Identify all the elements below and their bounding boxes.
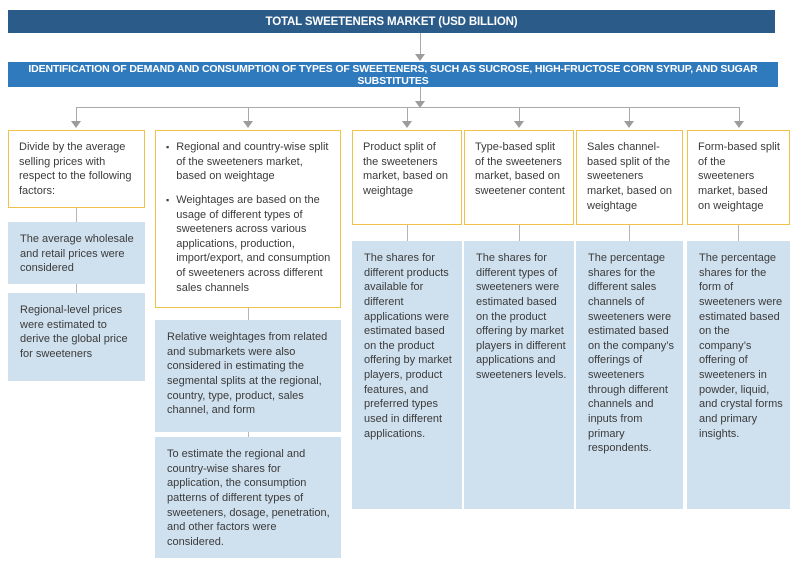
column-header-pricing: Divide by the average selling prices wit… [8, 130, 145, 208]
connector-line [76, 208, 77, 222]
connector-line [629, 107, 630, 121]
identification-bar: IDENTIFICATION OF DEMAND AND CONSUMPTION… [8, 62, 778, 87]
arrow-down-icon [734, 121, 744, 128]
note-box: The shares for different types of sweete… [464, 241, 574, 509]
column-type-split: Type-based split of the sweeteners marke… [464, 130, 574, 509]
note-box: Regional-level prices were estimated to … [8, 292, 145, 381]
connector-line [76, 283, 77, 293]
connector-line [248, 107, 249, 121]
connector-line [519, 107, 520, 121]
arrow-down-icon [243, 121, 253, 128]
bullet-text: Regional and country-wise split of the s… [176, 141, 329, 183]
column-pricing: Divide by the average selling prices wit… [8, 130, 145, 381]
bullet-text: Weightages are based on the usage of dif… [176, 193, 331, 294]
note-box: The percentage shares for the form of sw… [687, 241, 790, 509]
connector-line [247, 308, 249, 320]
column-product-split: Product split of the sweeteners market, … [352, 130, 462, 509]
connector-line [739, 107, 740, 121]
connector-line [629, 225, 630, 241]
column-header-product-split: Product split of the sweeteners market, … [352, 130, 462, 225]
arrow-down-icon [514, 121, 524, 128]
note-box: The shares for different products availa… [352, 241, 462, 509]
bullet-item: ▪ Weightages are based on the usage of d… [166, 193, 333, 295]
column-header-regional-weightage: ▪ Regional and country-wise split of the… [155, 130, 341, 308]
arrow-down-icon [402, 121, 412, 128]
column-sales-channel-split: Sales channel-based split of the sweeten… [576, 130, 683, 509]
arrow-down-icon [415, 54, 425, 61]
note-box: The percentage shares for the different … [576, 241, 683, 509]
connector-line [406, 225, 408, 241]
arrow-down-icon [71, 121, 81, 128]
note-box: The average wholesale and retail prices … [8, 222, 145, 284]
column-header-form-split: Form-based split of the sweeteners marke… [687, 130, 790, 225]
connector-line [76, 107, 77, 121]
bullet-item: ▪ Regional and country-wise split of the… [166, 140, 333, 184]
connector-line [738, 225, 739, 241]
note-box: To estimate the regional and country-wis… [155, 437, 341, 558]
column-header-sales-channel-split: Sales channel-based split of the sweeten… [576, 130, 683, 225]
total-market-bar: TOTAL SWEETENERS MARKET (USD BILLION) [8, 10, 775, 33]
note-box: Relative weightages from related and sub… [155, 320, 341, 432]
column-header-type-split: Type-based split of the sweeteners marke… [464, 130, 574, 225]
connector-line [407, 107, 408, 121]
column-regional-weightage: ▪ Regional and country-wise split of the… [155, 130, 341, 558]
connector-line [247, 432, 249, 437]
arrow-down-icon [624, 121, 634, 128]
connector-line [518, 225, 520, 241]
arrow-down-icon [415, 101, 425, 108]
connector-line [420, 87, 421, 101]
column-form-split: Form-based split of the sweeteners marke… [687, 130, 790, 509]
connector-line [420, 33, 421, 54]
bullet-icon: ▪ [166, 194, 170, 205]
bullet-icon: ▪ [166, 142, 170, 152]
